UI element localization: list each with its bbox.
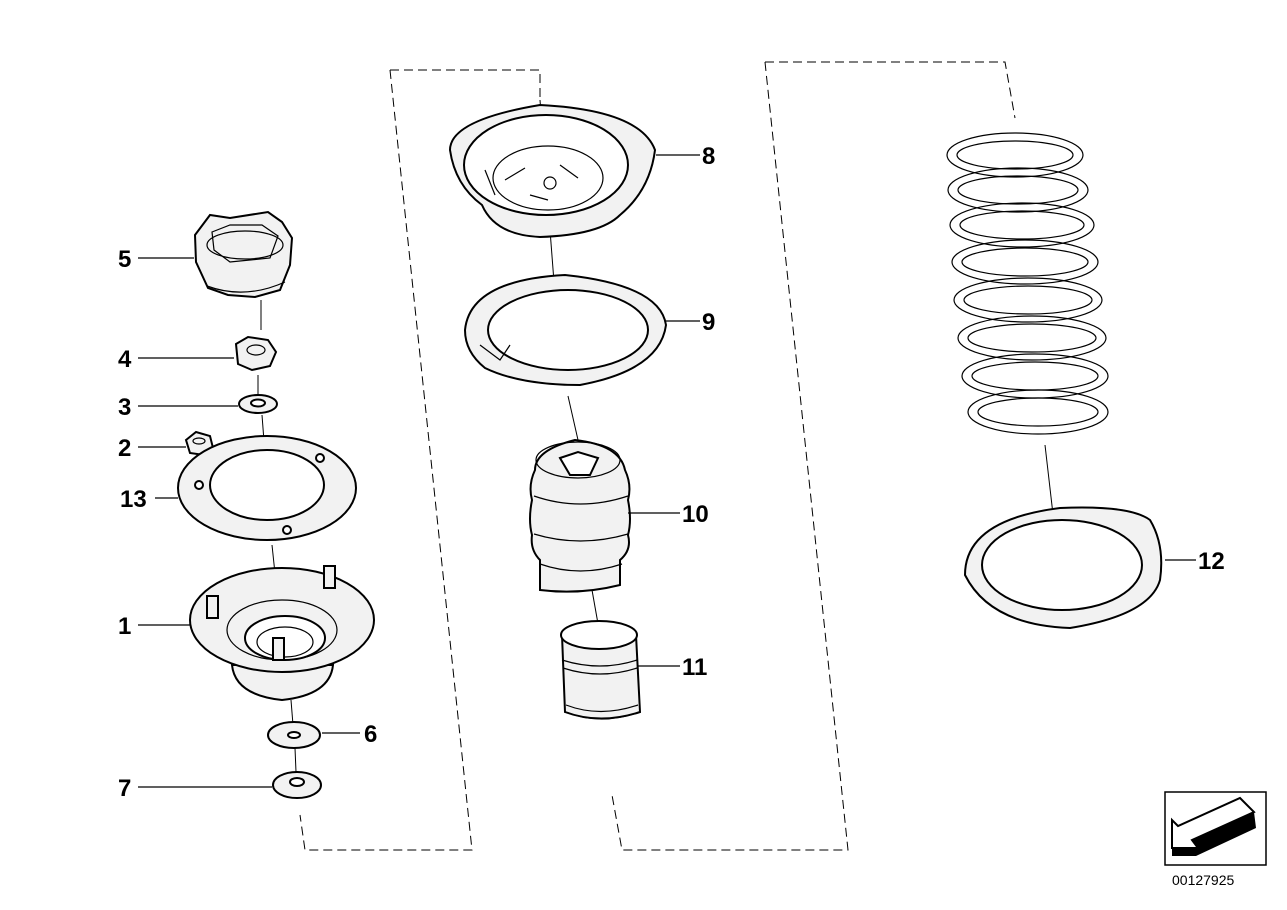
part-8-spring-seat (448, 103, 657, 239)
part-7-washer (272, 771, 322, 799)
callout-13: 13 (120, 486, 147, 513)
group-outline-right (611, 61, 1016, 851)
part-13-gasket (177, 435, 357, 541)
leader-lines (138, 154, 1196, 788)
part-4-nut (234, 335, 278, 372)
diagram-reference-number: 00127925 (1172, 872, 1235, 888)
callout-5: 5 (118, 246, 131, 273)
callout-4: 4 (118, 346, 132, 373)
callout-8: 8 (702, 143, 715, 170)
callout-12: 12 (1198, 548, 1225, 575)
direction-arrow-icon[interactable] (1164, 791, 1267, 866)
callout-1: 1 (118, 613, 131, 640)
assembly-axes (257, 99, 1061, 773)
part-1-strut-mount (189, 565, 375, 702)
callout-11: 11 (682, 654, 707, 681)
callout-9: 9 (702, 309, 715, 336)
part-6-washer (267, 721, 321, 749)
part-11-dust-cover (560, 620, 642, 720)
group-outline-middle (299, 69, 541, 851)
callout-3: 3 (118, 394, 131, 421)
part-12-spring-pad (963, 506, 1163, 630)
callout-6: 6 (364, 721, 377, 748)
part-12-coil-spring (946, 132, 1109, 435)
callout-2: 2 (118, 435, 131, 462)
part-9-rubber-ring (463, 273, 668, 387)
callout-10: 10 (682, 501, 709, 528)
part-10-bump-stop (529, 438, 631, 593)
part-5-cap (193, 210, 294, 299)
callout-7: 7 (118, 775, 131, 802)
part-3-washer (238, 394, 278, 414)
